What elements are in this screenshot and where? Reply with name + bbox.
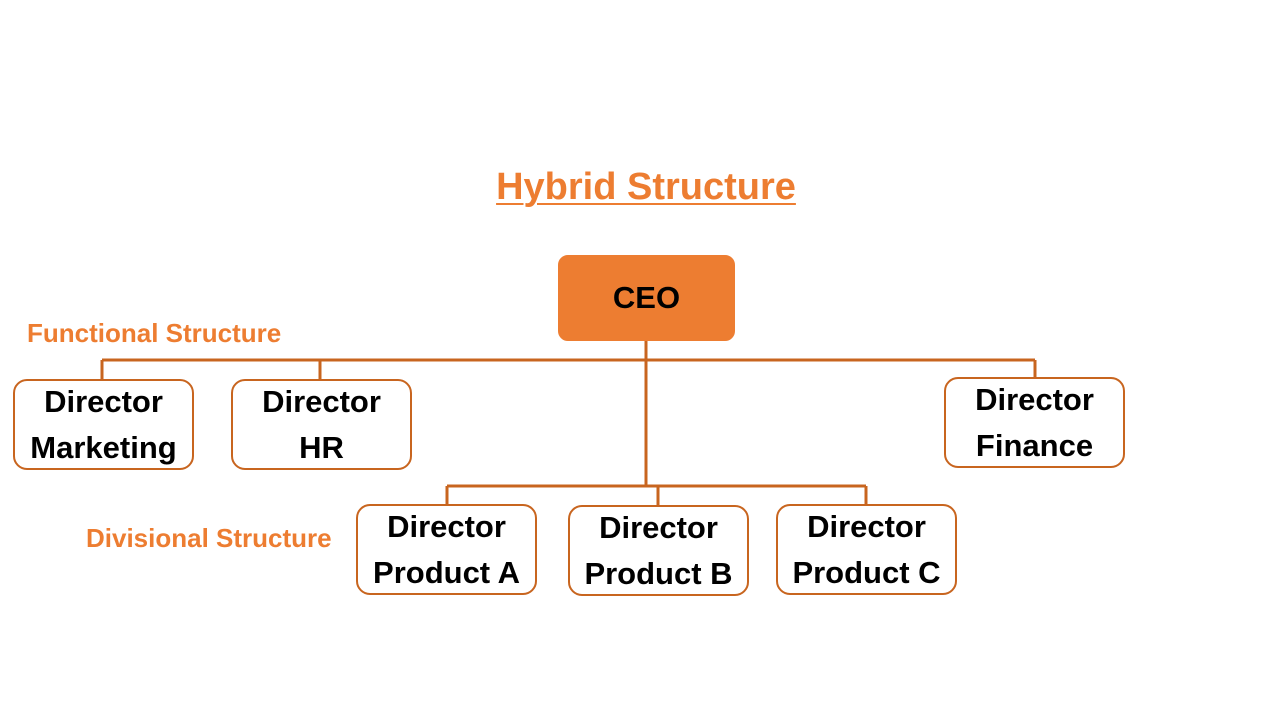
director-marketing-box: Director Marketing <box>13 379 194 470</box>
director-product-b-line1: Director <box>599 509 718 545</box>
diagram-title: Hybrid Structure <box>496 166 796 208</box>
director-marketing-line2: Marketing <box>30 429 177 465</box>
director-product-a-line1: Director <box>387 508 506 544</box>
director-finance-line1: Director <box>975 381 1094 417</box>
director-product-a-line2: Product A <box>373 554 520 590</box>
divisional-structure-label: Divisional Structure <box>86 523 332 553</box>
director-hr-line1: Director <box>262 383 381 419</box>
functional-structure-label: Functional Structure <box>27 318 282 348</box>
director-product-a-box: Director Product A <box>356 504 537 595</box>
director-product-b-box: Director Product B <box>568 505 749 596</box>
director-marketing-line1: Director <box>44 383 163 419</box>
director-product-c-line2: Product C <box>792 554 941 590</box>
ceo-box: CEO <box>558 255 735 341</box>
director-product-c-line1: Director <box>807 508 926 544</box>
director-finance-box: Director Finance <box>944 377 1125 468</box>
director-finance-line2: Finance <box>975 427 1094 463</box>
director-hr-box: Director HR <box>231 379 412 470</box>
director-product-b-line2: Product B <box>584 555 733 591</box>
ceo-label: CEO <box>612 280 681 315</box>
director-hr-line2: HR <box>299 429 344 465</box>
director-product-c-box: Director Product C <box>776 504 957 595</box>
